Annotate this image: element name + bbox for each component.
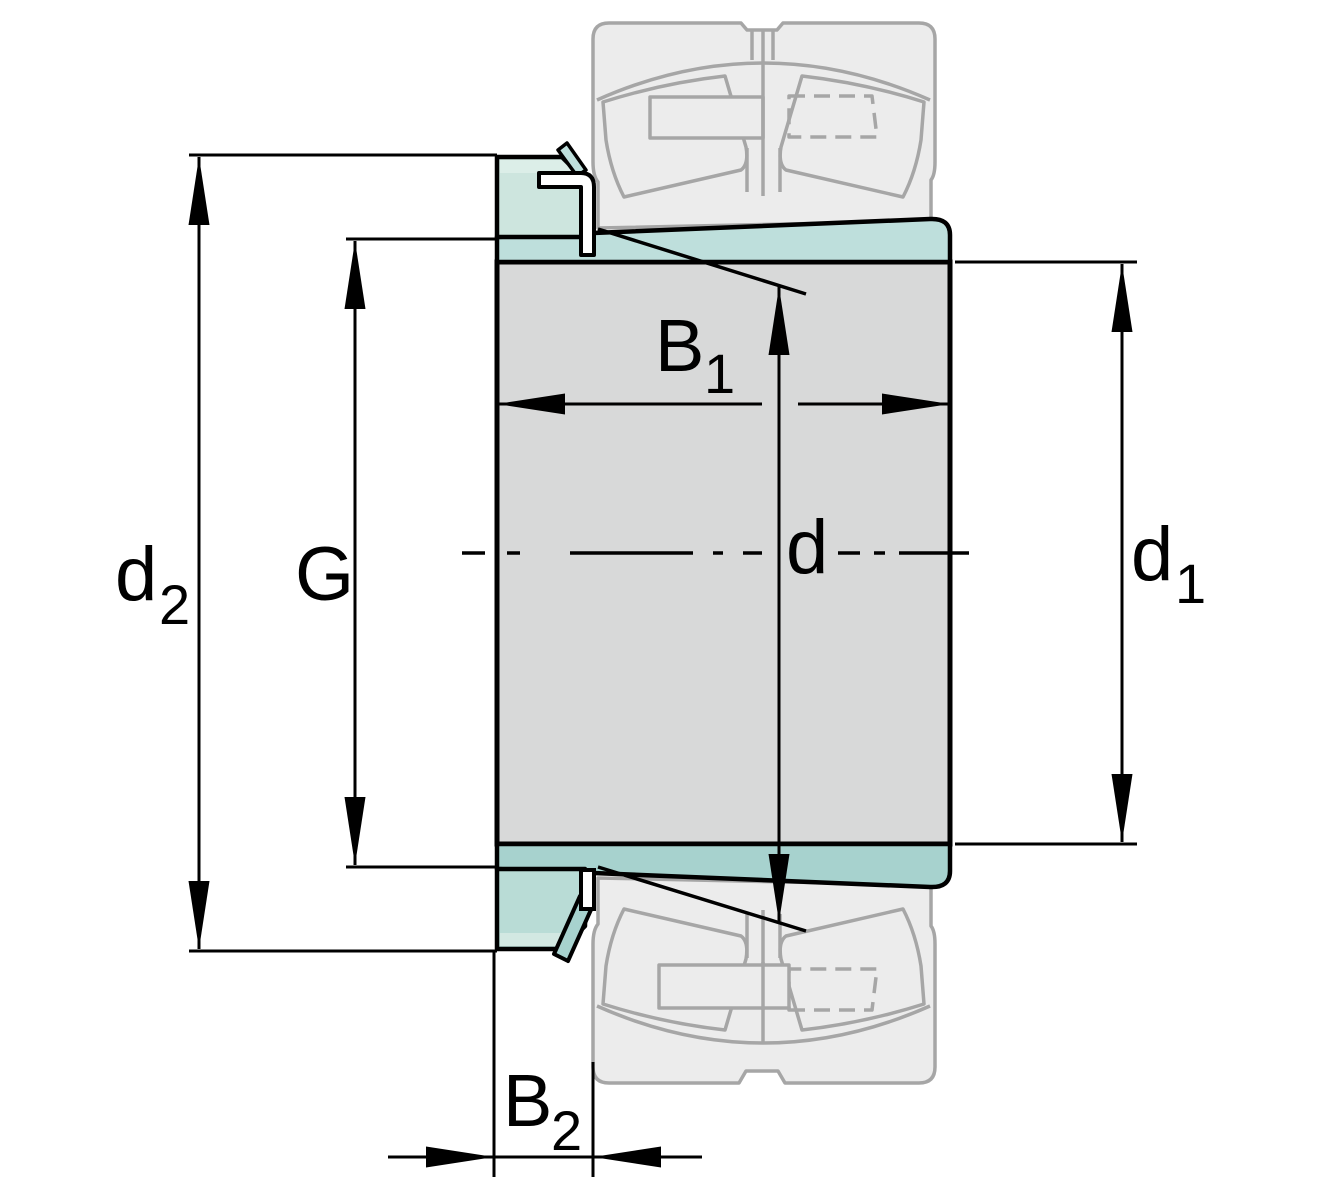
dim-b2	[388, 952, 702, 1177]
dim-d2	[188, 153, 497, 953]
dim-d	[768, 287, 790, 922]
dim-d2-arrow-top	[188, 157, 210, 225]
bearing-ghost-bottom	[591, 876, 937, 1085]
dim-g-arrow-top	[344, 241, 366, 309]
dim-label-d2: d2	[115, 532, 190, 636]
dim-b1-arrow-right	[882, 393, 950, 415]
dim-d1-arrow-bottom	[1111, 774, 1133, 842]
lock-nut-bottom-chamfer-band	[500, 933, 574, 946]
dim-b1	[497, 393, 950, 415]
dim-g-arrow-bottom	[344, 797, 366, 865]
lock-nut-top-chamfer-band	[500, 160, 574, 173]
dim-d2-arrow-bottom	[188, 881, 210, 949]
bearing-cage-top	[648, 95, 765, 140]
dim-b2-arrow-left	[426, 1146, 494, 1168]
dim-d-arrow-bottom	[768, 854, 790, 922]
dim-b2-arrow-right	[593, 1146, 661, 1168]
sleeve-wedge-bottom	[494, 841, 953, 890]
bearing-ghost-top	[591, 21, 937, 230]
lock-washer-bottom	[579, 868, 596, 911]
dim-d1-arrow-top	[1111, 264, 1133, 332]
dim-label-g: G	[295, 532, 354, 617]
dim-label-b1: B1	[655, 304, 735, 405]
sleeve-wedge-top	[494, 216, 953, 265]
leader-line-bottom	[597, 865, 807, 933]
leader-line-top	[597, 227, 807, 296]
lock-washer-top	[537, 171, 596, 257]
dim-d-arrow-top	[768, 287, 790, 355]
dim-d1	[955, 260, 1137, 846]
bearing-cage-bottom	[657, 963, 791, 1010]
dim-g	[344, 237, 497, 869]
dim-label-b2: B2	[503, 1059, 582, 1162]
lock-washer-top-tab	[556, 141, 588, 178]
dim-label-d: d	[786, 505, 828, 590]
dim-b1-arrow-left	[497, 393, 565, 415]
dim-label-d1: d1	[1131, 512, 1206, 615]
